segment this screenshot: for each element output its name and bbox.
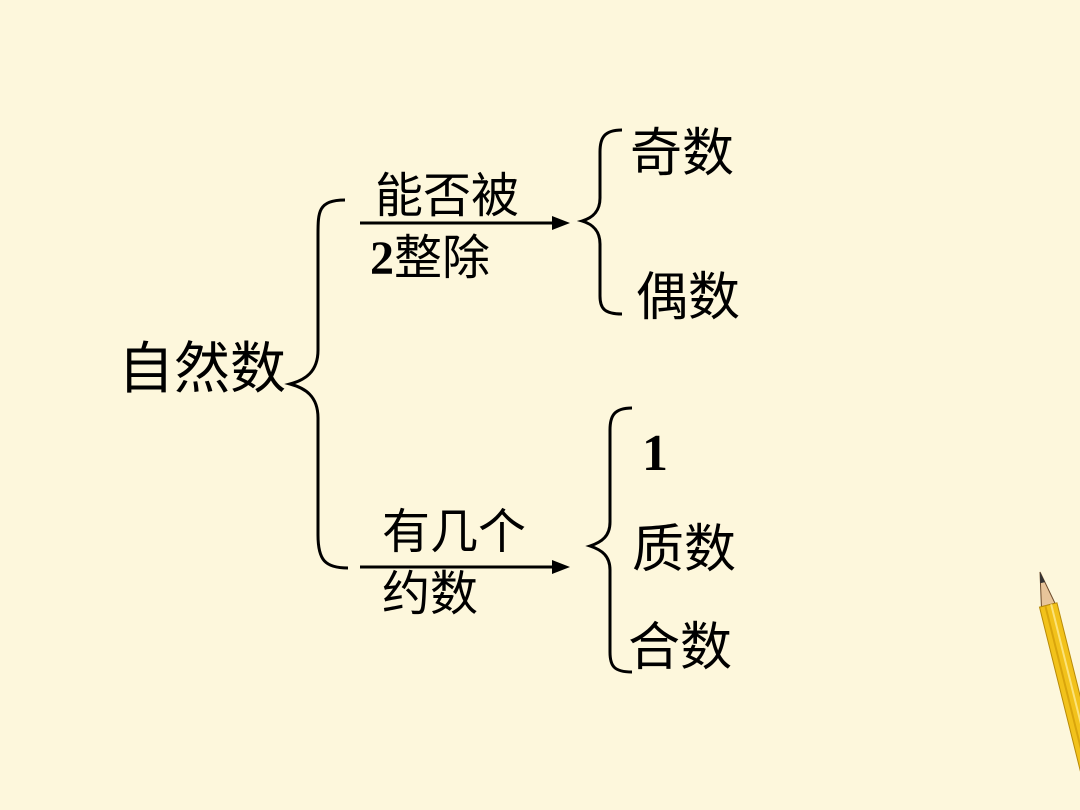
- item-composite-numbers: 合数: [628, 618, 733, 678]
- item-prime-numbers: 质数: [632, 520, 737, 580]
- item-even-numbers: 偶数: [636, 268, 741, 328]
- bottom-branch-label-line1: 有几个: [382, 504, 527, 560]
- top-branch-label-line2: 2整除: [370, 234, 490, 283]
- item-one: 1: [642, 425, 668, 482]
- bottom-brace: [585, 406, 633, 674]
- top-arrow-head: [552, 216, 570, 230]
- pencil-icon: [1038, 571, 1080, 810]
- top-branch-label-text: 整除: [394, 230, 491, 286]
- top-branch-label-number: 2: [370, 232, 394, 285]
- root-label: 自然数: [118, 337, 286, 402]
- item-odd-numbers: 奇数: [630, 124, 735, 184]
- bottom-arrow-head: [552, 560, 570, 574]
- top-brace: [576, 128, 623, 316]
- main-brace: [284, 198, 349, 570]
- bottom-branch-label-line2: 约数: [382, 566, 479, 622]
- top-branch-label-line1: 能否被: [375, 168, 520, 224]
